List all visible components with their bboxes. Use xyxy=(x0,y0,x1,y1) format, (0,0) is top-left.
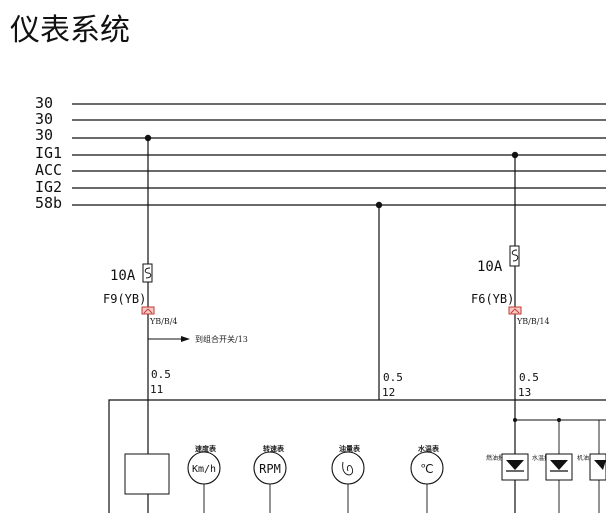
diode-icon xyxy=(506,460,524,470)
gauge-temperature-label: 水温表 xyxy=(418,444,440,453)
diode-icon xyxy=(594,460,606,470)
wire-13-num: 13 xyxy=(518,386,531,399)
wire-11-gauge: 0.5 xyxy=(151,368,171,381)
connector-left xyxy=(141,306,155,315)
bus-label-acc: ACC xyxy=(35,161,62,179)
fuse-right-rating: 10A xyxy=(477,259,503,275)
bus-label-ig1: IG1 xyxy=(35,144,62,162)
gauge-fuel-dial xyxy=(331,451,365,485)
gauge-tachometer-symbol: RPM xyxy=(259,462,281,476)
indicator-fuel-warning: 燃油报警 xyxy=(486,453,529,481)
indicator-temp-warning-label: 水温报警 xyxy=(532,454,556,462)
wire-13-gauge: 0.5 xyxy=(519,371,539,384)
page-title: 仪表系统 xyxy=(10,13,130,48)
fuse-right-id: F6(YB) xyxy=(471,292,514,306)
circuit-middle: 0.5 12 xyxy=(378,205,403,400)
wire-12-num: 12 xyxy=(382,386,395,399)
diode-icon xyxy=(550,460,568,470)
instrument-cluster xyxy=(108,399,606,513)
indicator-oil-pressure-label: 机油压力 xyxy=(577,454,601,462)
gauge-speedometer-symbol: Km/h xyxy=(192,464,216,475)
gauge-temperature-symbol: ℃ xyxy=(420,462,433,476)
fuse-left-symbol xyxy=(144,267,152,279)
bus-label-30-a: 30 xyxy=(35,94,53,112)
fuse-right-code: YB/B/14 xyxy=(516,317,550,326)
fuse-left-id: F9(YB) xyxy=(103,292,146,306)
bus-lines xyxy=(72,103,606,206)
fuel-coil-icon xyxy=(342,461,354,476)
bus-labels: 30 30 30 IG1 ACC IG2 58b xyxy=(35,94,62,212)
fuse-right-symbol xyxy=(511,249,519,262)
connector-left-mark xyxy=(143,308,153,314)
gauge-temperature: 水温表 ℃ xyxy=(410,444,444,513)
bus-label-58b: 58b xyxy=(35,194,62,212)
gauge-speedometer-label: 速度表 xyxy=(195,444,217,453)
gauge-fuel: 油量表 xyxy=(331,444,365,513)
gauge-fuel-label: 油量表 xyxy=(339,444,361,453)
connector-right xyxy=(508,306,522,315)
wire-12-gauge: 0.5 xyxy=(383,371,403,384)
arrow-label: 到组合开关/13 xyxy=(195,334,248,344)
gauge-tachometer-label: 转速表 xyxy=(263,444,285,453)
indicator-fuel-warning-label: 燃油报警 xyxy=(486,454,510,462)
gauge-tachometer: 转速表 RPM xyxy=(253,444,287,513)
bus-label-ig2: IG2 xyxy=(35,178,62,196)
indicator-oil-pressure: 机油压力 xyxy=(577,420,606,513)
wire-11-num: 11 xyxy=(150,383,163,396)
connector-right-mark xyxy=(510,308,520,314)
cluster-module-box xyxy=(124,453,170,495)
fuse-left-code: YB/B/4 xyxy=(149,317,178,326)
gauge-speedometer: 速度表 Km/h xyxy=(187,444,221,513)
indicator-rail-dot-1 xyxy=(513,418,517,422)
bus-label-30-b: 30 xyxy=(35,110,53,128)
bus-label-30-c: 30 xyxy=(35,126,53,144)
indicator-temp-warning: 水温报警 xyxy=(532,420,573,513)
arrow-head xyxy=(181,336,190,342)
fuse-left-rating: 10A xyxy=(110,268,136,284)
cluster-outline xyxy=(108,399,606,513)
